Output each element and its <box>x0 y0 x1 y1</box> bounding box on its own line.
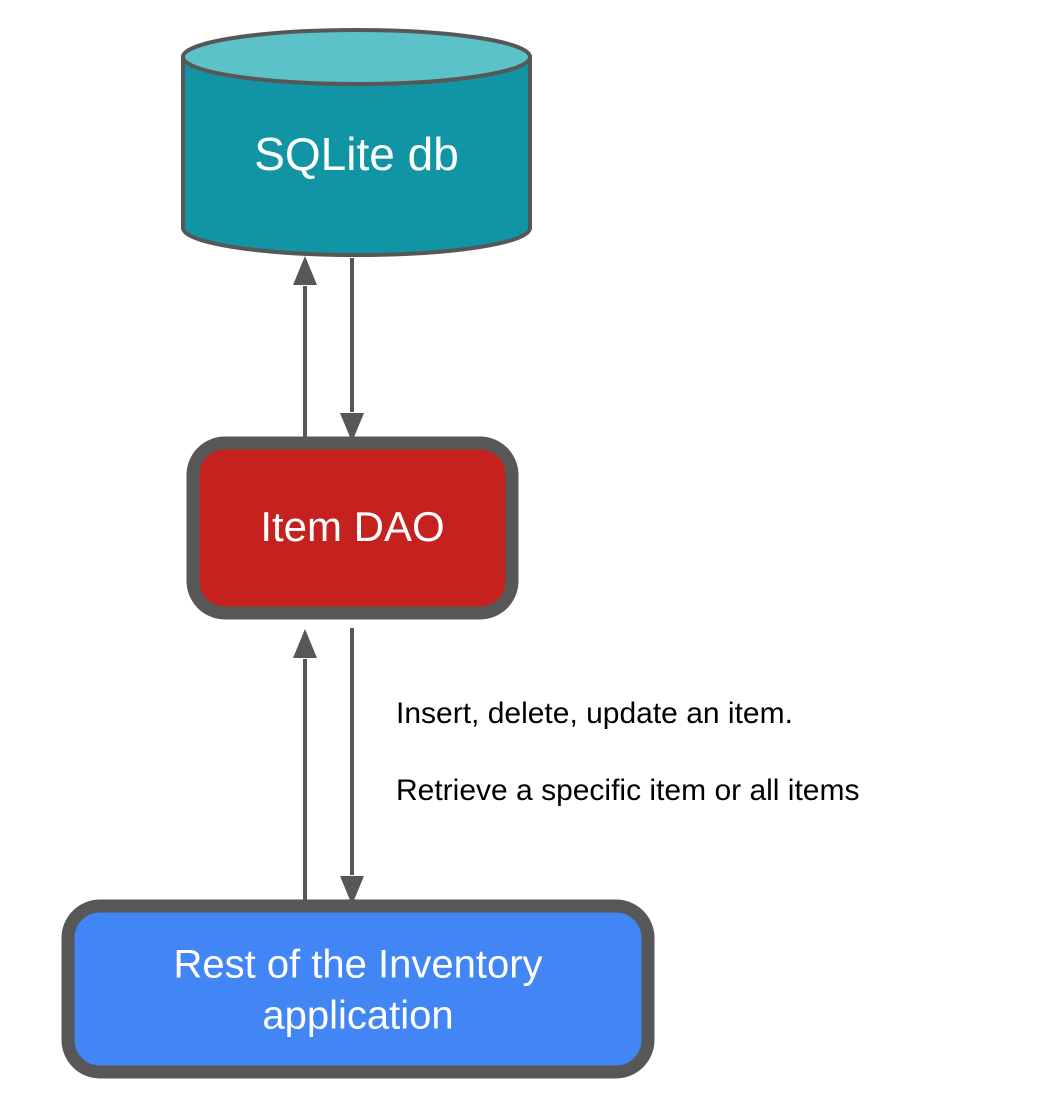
arrowhead-up-icon <box>293 256 317 285</box>
arrowhead-up-icon <box>293 629 317 658</box>
operations-note-line-1: Insert, delete, update an item. <box>396 697 793 730</box>
edge-app-to-dao <box>293 629 317 903</box>
inventory-app-label-line-2: application <box>262 994 453 1038</box>
item-dao-label: Item DAO <box>260 503 444 550</box>
node-item-dao[interactable]: Item DAO <box>186 436 519 620</box>
sqlite-db-label: SQLite db <box>254 128 459 180</box>
cylinder-body <box>181 55 532 257</box>
arrowhead-down-icon <box>340 876 364 905</box>
edge-dao-to-db <box>293 256 317 440</box>
edge-dao-to-app <box>340 628 364 905</box>
inventory-app-label-line-1: Rest of the Inventory <box>173 943 542 987</box>
operations-note-line-2: Retrieve a specific item or all items <box>396 774 859 807</box>
node-inventory-app[interactable]: Rest of the Inventory application <box>61 899 655 1079</box>
arrowhead-down-icon <box>340 413 364 442</box>
inventory-app-box <box>61 899 655 1079</box>
edge-db-to-dao <box>340 258 364 442</box>
item-dao-box <box>186 436 519 620</box>
node-sqlite-db[interactable]: SQLite db <box>181 28 532 257</box>
cylinder-top <box>181 28 532 86</box>
